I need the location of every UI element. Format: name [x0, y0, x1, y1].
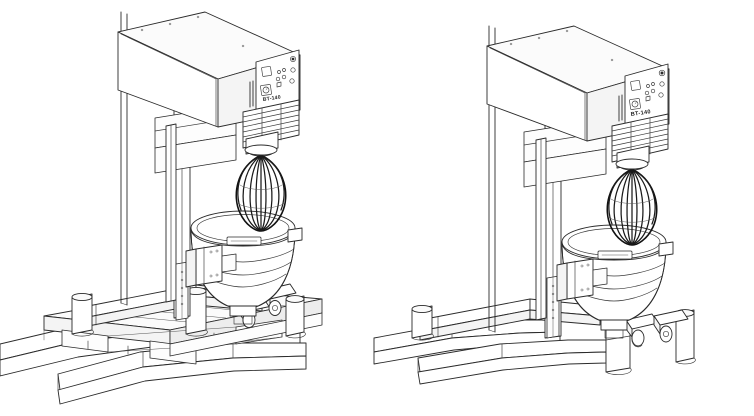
round-button-icon[interactable] — [289, 78, 295, 84]
ventilation-grille-left — [242, 99, 300, 149]
indicator-lamp-icon — [646, 84, 650, 88]
model-label: BT-140 — [262, 95, 281, 103]
control-panel-right[interactable]: BT-140 — [624, 63, 669, 132]
indicator-lamp-icon — [644, 90, 650, 96]
model-label: BT-140 — [630, 109, 651, 118]
indicator-lamp-icon — [275, 76, 281, 82]
round-button-icon[interactable] — [290, 56, 296, 62]
control-panel-left[interactable]: BT-140 — [255, 49, 300, 118]
indicator-lamp-icon — [650, 88, 656, 94]
ventilation-grille-right — [611, 113, 669, 163]
forklift-forks-right — [373, 319, 607, 385]
square-button-icon[interactable] — [261, 66, 272, 77]
round-button-icon[interactable] — [658, 92, 664, 98]
mixing-bowl-left — [185, 210, 303, 325]
motor-housing-left: BT-140 — [117, 11, 301, 156]
round-button-icon[interactable] — [290, 67, 296, 73]
mixing-bowl-right — [556, 224, 674, 339]
indicator-lamp-icon — [282, 68, 286, 72]
indicator-lamp-icon — [651, 82, 655, 86]
knob-bezel-icon[interactable] — [629, 98, 641, 110]
round-knob-icon[interactable] — [262, 86, 270, 94]
knob-bezel-icon[interactable] — [260, 84, 272, 96]
left-view-mixer-on-pallet: BT-140 — [0, 11, 323, 405]
round-button-icon[interactable] — [658, 69, 666, 77]
wire-whisk-left — [235, 133, 287, 232]
motor-housing-right: BT-140 — [486, 25, 670, 170]
right-view-mixer-on-forks: BT-140 — [373, 25, 696, 385]
indicator-lamp-icon — [277, 70, 281, 74]
round-knob-icon[interactable] — [631, 100, 639, 108]
square-button-icon[interactable] — [630, 80, 641, 91]
round-button-icon[interactable] — [659, 81, 665, 87]
indicator-lamp-icon — [281, 74, 287, 80]
